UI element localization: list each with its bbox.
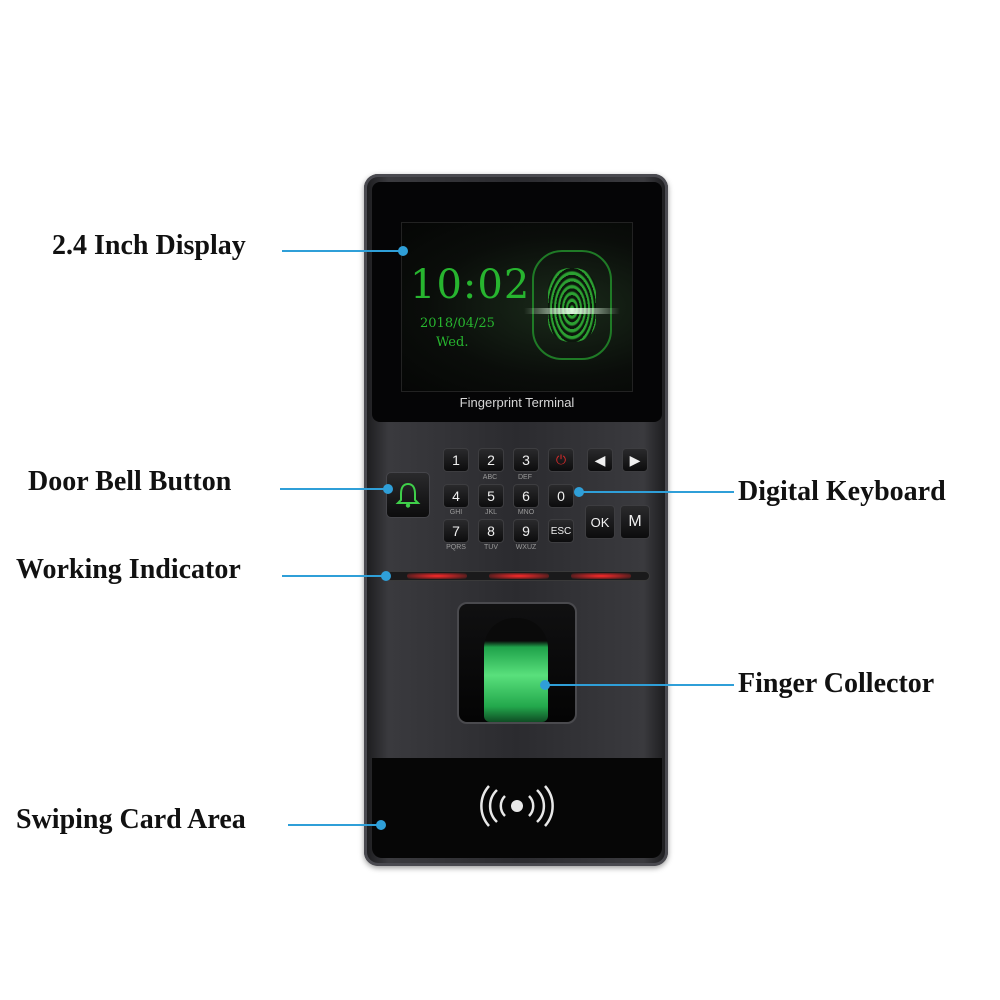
callout-doorbell-label: Door Bell Button xyxy=(28,466,232,497)
callout-card-line xyxy=(288,824,382,826)
callout-card-label: Swiping Card Area xyxy=(16,804,246,835)
key-left-arrow[interactable]: ◀ xyxy=(587,448,613,472)
doorbell-button[interactable] xyxy=(386,472,430,518)
callout-indicator-line xyxy=(282,575,386,577)
key-8[interactable]: 8 xyxy=(478,519,504,543)
callout-doorbell-dot xyxy=(383,484,393,494)
callout-card-dot xyxy=(376,820,386,830)
callout-display-line xyxy=(282,250,402,252)
screen-fingerprint-frame xyxy=(532,250,612,360)
key-4-letters: GHI xyxy=(449,509,463,516)
screen-date: 2018/04/25 xyxy=(420,316,495,331)
indicator-led xyxy=(489,573,549,579)
callout-doorbell-line xyxy=(280,488,388,490)
key-3[interactable]: 3 xyxy=(513,448,539,472)
key-3-letters: DEF xyxy=(518,474,532,481)
screen-clock: 10:02 xyxy=(410,262,531,308)
key-6[interactable]: 6 xyxy=(513,484,539,508)
callout-keyboard-label: Digital Keyboard xyxy=(738,476,946,507)
key-6-letters: MNO xyxy=(517,509,535,516)
key-right-arrow[interactable]: ▶ xyxy=(622,448,648,472)
key-esc[interactable]: ESC xyxy=(548,519,574,543)
rfid-wave-icon xyxy=(480,785,554,827)
callout-finger-dot xyxy=(540,680,550,690)
key-power[interactable]: ⏻ xyxy=(548,448,574,472)
device-brand-label: Fingerprint Terminal xyxy=(459,395,575,410)
callout-indicator-label: Working Indicator xyxy=(16,554,241,585)
key-menu[interactable]: M xyxy=(620,505,650,539)
screen-fingerprint-icon xyxy=(548,268,596,342)
indicator-led xyxy=(571,573,631,579)
finger-sensor-glass[interactable] xyxy=(484,618,548,722)
key-4[interactable]: 4 xyxy=(443,484,469,508)
key-9-letters: WXUZ xyxy=(515,544,537,551)
key-0[interactable]: 0 xyxy=(548,484,574,508)
key-ok[interactable]: OK xyxy=(585,505,615,539)
key-8-letters: TUV xyxy=(484,544,498,551)
working-indicator-strip xyxy=(386,571,650,581)
callout-keyboard-dot xyxy=(574,487,584,497)
key-2-letters: ABC xyxy=(482,474,498,481)
key-7-letters: PQRS xyxy=(446,544,466,551)
callout-display-label: 2.4 Inch Display xyxy=(52,230,246,261)
key-5[interactable]: 5 xyxy=(478,484,504,508)
key-9[interactable]: 9 xyxy=(513,519,539,543)
callout-display-dot xyxy=(398,246,408,256)
key-7[interactable]: 7 xyxy=(443,519,469,543)
key-2[interactable]: 2 xyxy=(478,448,504,472)
key-5-letters: JKL xyxy=(484,509,498,516)
indicator-led xyxy=(407,573,467,579)
screen-weekday: Wed. xyxy=(436,335,469,350)
callout-indicator-dot xyxy=(381,571,391,581)
key-1[interactable]: 1 xyxy=(443,448,469,472)
screen-scan-line xyxy=(524,308,620,314)
callout-finger-label: Finger Collector xyxy=(738,668,935,699)
bell-icon xyxy=(395,482,421,508)
power-icon: ⏻ xyxy=(555,452,567,467)
callout-finger-line xyxy=(546,684,734,686)
callout-keyboard-line xyxy=(580,491,734,493)
